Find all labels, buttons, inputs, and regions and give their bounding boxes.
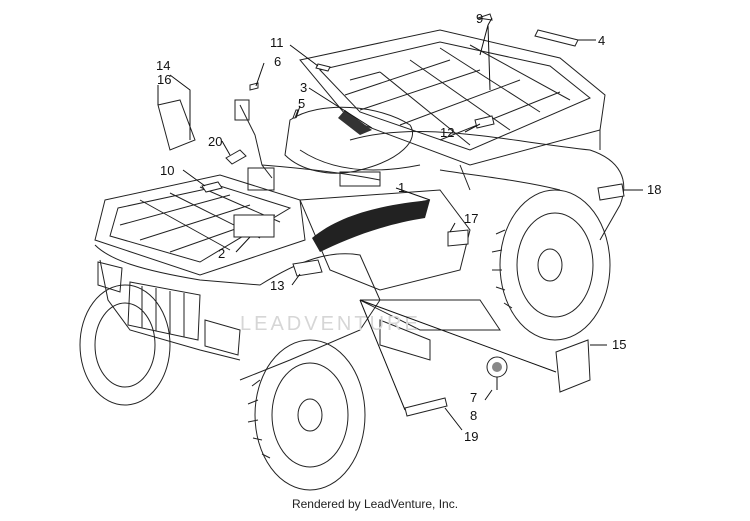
decal-5: [292, 109, 299, 119]
decal-13: [292, 259, 323, 277]
decal-11: [315, 63, 331, 72]
callout-18: 18: [647, 182, 661, 197]
callout-11: 11: [270, 35, 284, 50]
callout-6: 6: [274, 54, 281, 69]
hood-graphic: [312, 110, 430, 252]
decal-2: [233, 214, 275, 238]
callout-3: 3: [300, 80, 307, 95]
decal-14-16: [157, 99, 196, 151]
decal-7-8-center: [492, 362, 502, 372]
leader-lines: [157, 17, 643, 431]
decal-4: [534, 29, 579, 47]
decal-20: [225, 149, 247, 165]
decal-18: [597, 183, 625, 201]
callout-15: 15: [612, 337, 626, 352]
decal-9: [477, 13, 493, 21]
atv-body-outline: [79, 29, 625, 491]
callout-4: 4: [598, 33, 605, 48]
callout-19: 19: [464, 429, 478, 444]
callout-8: 8: [470, 408, 477, 423]
decal-12: [474, 115, 495, 129]
watermark-text: LEADVENTURE: [240, 313, 421, 335]
callout-20: 20: [208, 134, 222, 149]
callout-7: 7: [470, 390, 477, 405]
footer-credit: Rendered by LeadVenture, Inc.: [291, 497, 459, 511]
callout-10: 10: [160, 163, 174, 178]
callout-2: 2: [218, 246, 225, 261]
callout-12: 12: [440, 125, 454, 140]
callout-labels: 1 2 3 4 5 6 7 8 9 10 11 12 13 14 15 16 1…: [156, 11, 661, 444]
decal-19: [404, 397, 448, 417]
decal-shapes: [157, 13, 625, 417]
callout-14: 14: [156, 58, 170, 73]
decal-10: [201, 181, 223, 193]
callout-1: 1: [398, 180, 405, 195]
decal-15: [555, 339, 591, 393]
decal-17: [447, 229, 469, 247]
callout-5: 5: [298, 96, 305, 111]
callout-16: 16: [157, 72, 171, 87]
callout-17: 17: [464, 211, 478, 226]
callout-9: 9: [476, 11, 483, 26]
callout-13: 13: [270, 278, 284, 293]
